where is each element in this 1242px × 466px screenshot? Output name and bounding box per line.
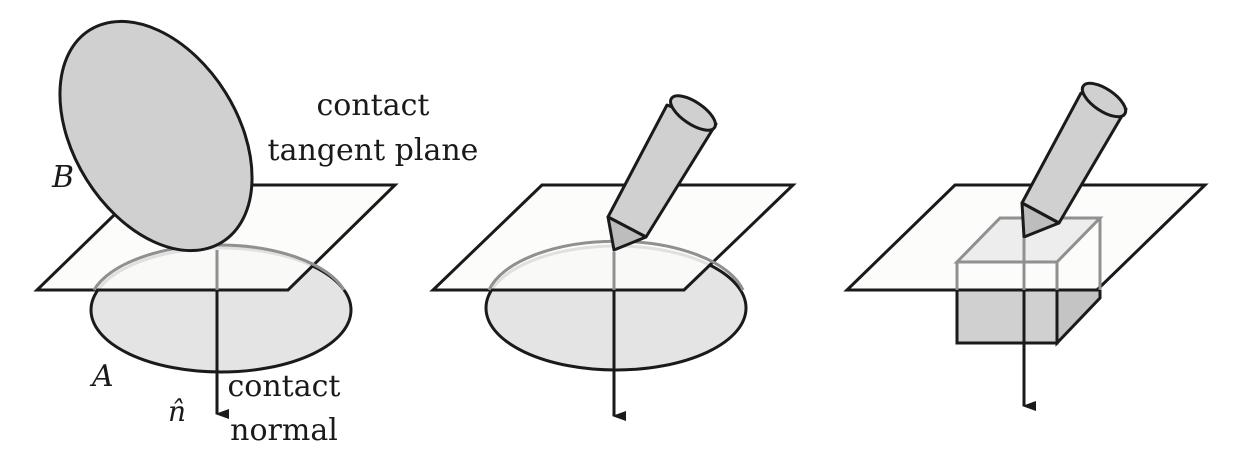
normal-label-line2: normal: [230, 413, 338, 448]
body-b: [58, 19, 254, 253]
panel-smooth-contact: [33, 19, 399, 419]
normal-label-line1: contact: [228, 369, 341, 404]
body-b-label: B: [51, 160, 74, 195]
normal-symbol: n̂: [168, 395, 186, 428]
box-body: [955, 288, 1102, 347]
pointed-body: [606, 94, 718, 252]
panel-box-contact: [843, 81, 1209, 411]
panel-point-contact: [429, 94, 797, 421]
pointed-body-3: [1020, 81, 1128, 239]
body-a-label: A: [89, 359, 114, 394]
plane-label-line1: contact: [317, 88, 430, 123]
plane-label-line2: tangent plane: [268, 133, 479, 168]
